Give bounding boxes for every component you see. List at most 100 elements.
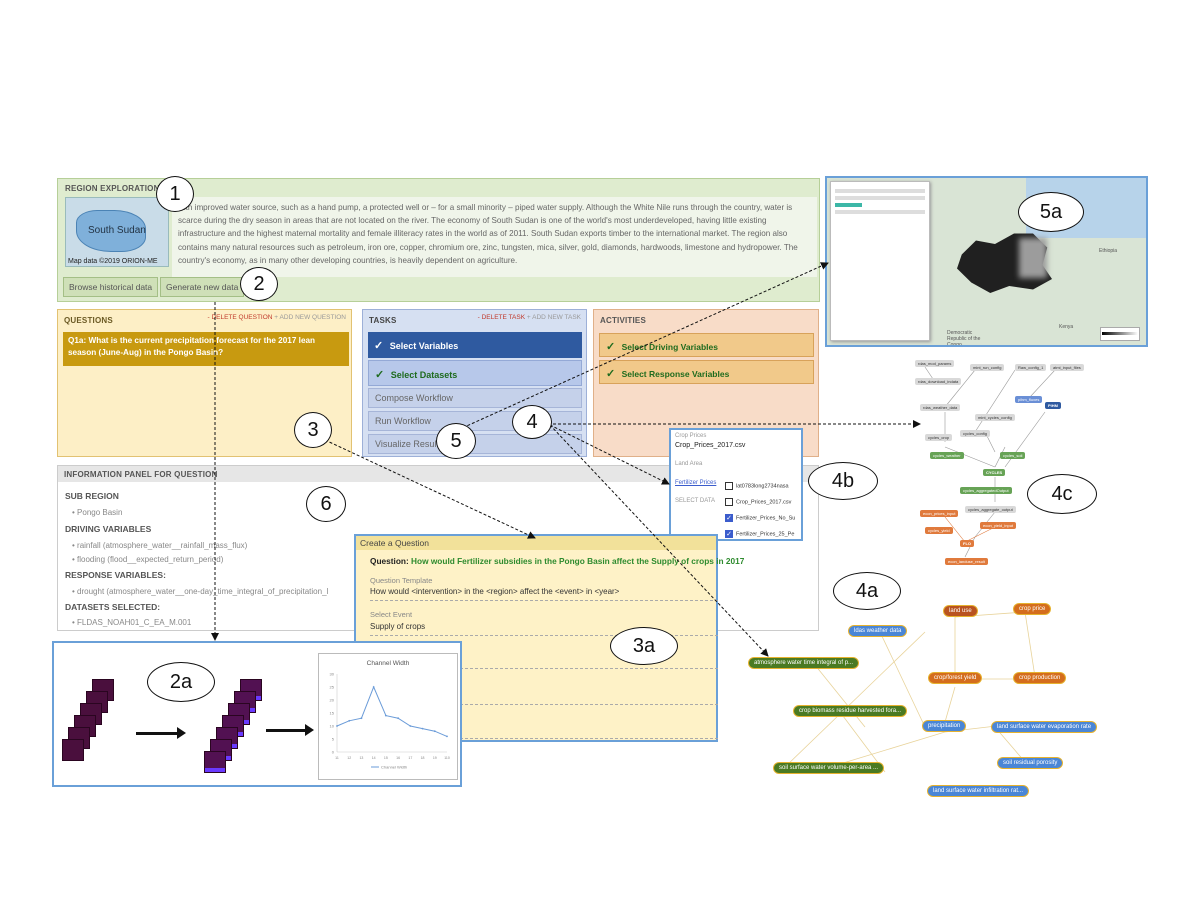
land-area-label: Land Area xyxy=(675,461,703,467)
driving-variable-item: • rainfall (atmosphere_water__rainfall_m… xyxy=(72,541,248,550)
workflow-node[interactable]: cycles_config xyxy=(960,430,991,437)
variable-node[interactable]: precipitation xyxy=(922,720,967,732)
field-underline xyxy=(370,704,718,705)
workflow-node[interactable]: rdas_download_indata xyxy=(915,378,962,385)
variable-node[interactable]: ldas weather data xyxy=(848,625,908,637)
workflow-node[interactable]: cycles_aggregatedOutput xyxy=(960,487,1012,494)
question-item[interactable]: Q1a: What is the current precipitation f… xyxy=(63,332,349,366)
callout-4: 4 xyxy=(512,405,552,439)
workflow-node[interactable]: pihm_fluxes xyxy=(1015,396,1043,403)
checkbox-checked[interactable]: ✓ xyxy=(725,530,733,538)
field-underline xyxy=(370,668,718,669)
field-underline xyxy=(370,738,718,739)
workflow-node[interactable]: econ_prices_input xyxy=(920,510,959,517)
questions-actions: - DELETE QUESTION + ADD NEW QUESTION xyxy=(207,314,346,321)
dialog-bar xyxy=(835,196,925,200)
data-point xyxy=(336,725,338,727)
activity-select-response-variables[interactable]: ✓ Select Response Variables xyxy=(599,360,814,384)
checkbox-checked[interactable]: ✓ xyxy=(725,514,733,522)
variable-edges xyxy=(784,611,1036,773)
data-point xyxy=(384,714,387,717)
workflow-node[interactable]: cycles_crop xyxy=(925,434,953,441)
checkbox[interactable] xyxy=(725,498,733,506)
dialog-bar xyxy=(835,210,925,214)
callout-4c: 4c xyxy=(1027,474,1097,514)
check-icon: ✓ xyxy=(375,369,385,381)
add-task-link[interactable]: + ADD NEW TASK xyxy=(526,314,581,321)
workflow-node[interactable]: mint_run_config xyxy=(970,364,1005,371)
activity-select-driving-variables[interactable]: ✓ Select Driving Variables xyxy=(599,333,814,357)
dataset-selection-panel: Crop Prices Crop_Prices_2017.csv Land Ar… xyxy=(669,428,803,541)
x-tick-label: 12 xyxy=(347,756,351,760)
crop-prices-value[interactable]: Crop_Prices_2017.csv xyxy=(675,442,746,449)
dialog-progress-bar xyxy=(835,203,862,207)
variable-node[interactable]: soil surface water volume-per-area ... xyxy=(773,762,885,774)
workflow-node[interactable]: cycles_aggregate_output xyxy=(965,506,1016,513)
check-icon: ✓ xyxy=(606,341,616,353)
checkbox[interactable] xyxy=(725,482,733,490)
generate-new-data-button[interactable]: Generate new data xyxy=(160,277,245,297)
response-variables-heading: RESPONSE VARIABLES: xyxy=(65,570,166,580)
event-label: Select Event xyxy=(370,610,413,619)
variable-node[interactable]: crop production xyxy=(1013,672,1067,684)
workflow-node[interactable]: FLO xyxy=(960,540,974,547)
workflow-node[interactable]: cycles_soil xyxy=(1000,452,1026,459)
workflow-node[interactable]: CYCLES xyxy=(983,469,1006,476)
template-field[interactable]: How would <intervention> in the <region>… xyxy=(370,587,620,596)
region-map-thumbnail[interactable]: South Sudan Map data ©2019 ORION-ME xyxy=(65,197,169,267)
series-line xyxy=(336,685,448,737)
variable-node[interactable]: land surface water infiltration rat... xyxy=(927,785,1030,797)
question-line: Question: How would Fertilizer subsidies… xyxy=(370,556,745,566)
event-field[interactable]: Supply of crops xyxy=(370,622,426,631)
callout-2: 2 xyxy=(240,267,278,301)
variable-node[interactable]: soil residual porosity xyxy=(997,757,1064,769)
variable-node[interactable]: land surface water evaporation rate xyxy=(991,721,1098,733)
variable-node[interactable]: crop biomass residue harvested fora... xyxy=(793,705,908,717)
workflow-node[interactable]: cycles_yield xyxy=(925,527,953,534)
workflow-node[interactable]: econ_yield_input xyxy=(980,522,1017,529)
map-label-ethiopia: Ethiopia xyxy=(1099,248,1118,254)
legend-gradient xyxy=(1102,332,1138,335)
workflow-node[interactable]: atmi_input_files xyxy=(1050,364,1084,371)
workflow-node[interactable]: rdas_mod_params xyxy=(915,360,955,367)
workflow-node[interactable]: Raw_config_1 xyxy=(1015,364,1047,371)
add-question-link[interactable]: + ADD NEW QUESTION xyxy=(274,314,346,321)
variable-node[interactable]: crop/forest yield xyxy=(928,672,983,684)
dataset-row[interactable]: lat0783long2734nasa xyxy=(725,482,803,490)
data-point xyxy=(433,730,436,733)
delete-task-link[interactable]: - DELETE TASK xyxy=(477,314,526,321)
task-select-variables[interactable]: ✓ Select Variables xyxy=(368,332,582,358)
y-tick-label: 10 xyxy=(330,724,335,729)
map-legend xyxy=(1100,327,1140,341)
dataset-row[interactable]: ✓Fertilizer_Prices_25_Pe xyxy=(725,530,795,538)
variable-node[interactable]: crop price xyxy=(1013,603,1052,615)
callout-2a: 2a xyxy=(147,662,215,702)
raster-tile xyxy=(204,751,226,773)
check-icon: ✓ xyxy=(606,368,616,380)
task-select-datasets[interactable]: ✓ Select Datasets xyxy=(368,360,582,386)
map-label-kenya: Kenya xyxy=(1059,324,1074,330)
workflow-node[interactable]: econ_landuse_result xyxy=(945,558,988,565)
variable-node[interactable]: land use xyxy=(943,605,978,617)
map-dialog[interactable] xyxy=(830,181,930,341)
results-map-panel[interactable]: Ethiopia Democratic Republic of the Cong… xyxy=(825,176,1148,347)
create-question-title: Create a Question xyxy=(356,536,716,550)
dataset-item: • FLDAS_NOAH01_C_EA_M.001 xyxy=(72,618,192,627)
browse-historical-data-button[interactable]: Browse historical data xyxy=(63,277,159,297)
workflow-node[interactable]: cycles_weather xyxy=(930,452,964,459)
delete-question-link[interactable]: - DELETE QUESTION xyxy=(207,314,273,321)
workflow-node[interactable]: mint_cycles_config xyxy=(975,414,1015,421)
dataset-row[interactable]: ✓Fertilizer_Prices_No_Su xyxy=(725,514,796,522)
workflow-node[interactable]: rdas_weather_data xyxy=(920,404,961,411)
region-header: REGION EXPLORATION xyxy=(65,184,160,193)
x-tick-label: 13 xyxy=(359,756,363,760)
x-tick-label: 15 xyxy=(384,756,388,760)
callout-5: 5 xyxy=(436,423,476,459)
dataset-row[interactable]: Crop_Prices_2017.csv xyxy=(725,498,803,506)
variable-node[interactable]: atmosphere water time integral of p... xyxy=(748,657,860,669)
workflow-node[interactable]: PIHM xyxy=(1045,402,1061,409)
fertilizer-prices-tab[interactable]: Fertilizer Prices xyxy=(675,480,717,486)
task-compose-workflow[interactable]: Compose Workflow xyxy=(368,388,582,408)
result-highlight xyxy=(1019,238,1047,278)
